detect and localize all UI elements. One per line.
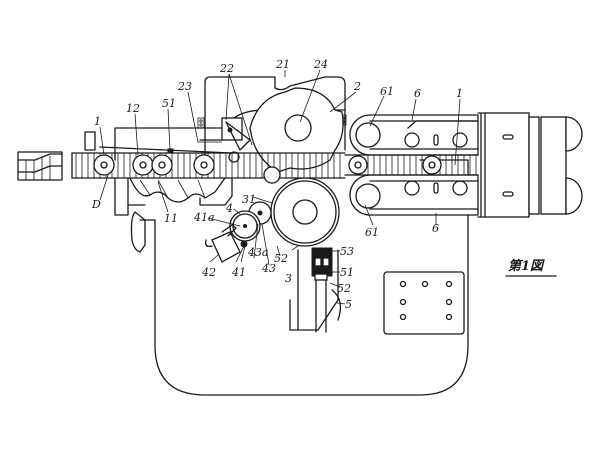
label-6-top: 6 bbox=[414, 87, 421, 100]
vertical-guide-5 bbox=[289, 247, 342, 333]
label-61-bottom: 61 bbox=[365, 226, 379, 239]
label-51-top: 51 bbox=[162, 97, 176, 110]
label-1-left: 1 bbox=[94, 115, 101, 128]
upper-belt-6 bbox=[349, 114, 479, 156]
panel-holes bbox=[399, 280, 453, 321]
label-41: 41 bbox=[231, 266, 246, 279]
label-52-bottom: 52 bbox=[337, 282, 351, 295]
label-43a: 43a bbox=[247, 246, 269, 259]
pulley-61-lower bbox=[355, 183, 381, 209]
label-61-top: 61 bbox=[380, 85, 394, 98]
gate-mechanism bbox=[199, 117, 251, 163]
perforated-panel bbox=[383, 271, 465, 335]
label-11: 11 bbox=[164, 212, 178, 225]
label-42: 42 bbox=[201, 266, 216, 279]
center-conveyor-right bbox=[344, 154, 479, 176]
figure-caption: 第1図 bbox=[505, 258, 557, 277]
label-53: 53 bbox=[340, 245, 354, 258]
reference-labels: 1 12 51 23 22 21 24 2 61 6 1 D 11 31 4 4… bbox=[91, 58, 463, 311]
label-12: 12 bbox=[126, 102, 140, 115]
label-43: 43 bbox=[261, 262, 276, 275]
inlet-chute bbox=[17, 151, 63, 181]
label-1-right: 1 bbox=[456, 87, 463, 100]
label-21: 21 bbox=[275, 58, 290, 71]
label-2: 2 bbox=[353, 80, 361, 93]
label-52-mid: 52 bbox=[274, 252, 288, 265]
rotor-hub-24 bbox=[284, 114, 312, 142]
label-D: D bbox=[91, 198, 101, 211]
label-51-bottom: 51 bbox=[340, 266, 354, 279]
figure-caption-text: 第1図 bbox=[508, 258, 545, 274]
label-24: 24 bbox=[313, 58, 328, 71]
label-31: 31 bbox=[242, 193, 256, 206]
rotor-2 bbox=[249, 87, 344, 173]
label-3: 3 bbox=[285, 272, 292, 285]
label-4: 4 bbox=[225, 202, 233, 215]
label-5: 5 bbox=[345, 298, 352, 311]
lower-belt-6 bbox=[349, 174, 479, 216]
label-6-bottom: 6 bbox=[432, 222, 439, 235]
screw-feeder bbox=[114, 177, 233, 253]
drum-3 bbox=[270, 177, 340, 247]
tray-42 bbox=[204, 224, 241, 263]
label-23: 23 bbox=[177, 80, 192, 93]
conveyor-rollers bbox=[93, 154, 281, 184]
label-22: 22 bbox=[219, 62, 234, 75]
machine-base-frame bbox=[139, 159, 469, 396]
leader-lines bbox=[99, 69, 461, 305]
label-41a: 41a bbox=[193, 211, 215, 224]
end-assembly bbox=[477, 112, 583, 218]
pulley-61-upper bbox=[355, 122, 381, 148]
